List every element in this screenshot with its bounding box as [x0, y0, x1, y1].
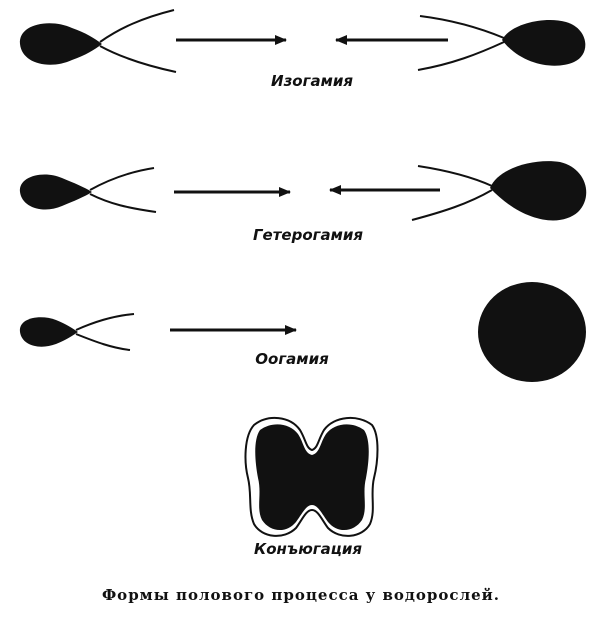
conjugation-row	[244, 417, 379, 537]
isogamy-label: Изогамия	[271, 72, 353, 90]
oogamy-sperm	[19, 313, 135, 351]
figure-caption: Формы полового процесса у водорослей.	[101, 586, 501, 604]
heterogamy-label: Гетерогамия	[252, 226, 364, 244]
isogamy-left-gamete	[19, 9, 177, 73]
heterogamy-row	[19, 161, 587, 221]
isogamy-row	[19, 9, 586, 73]
isogamy-right-gamete	[417, 15, 586, 71]
oogamy-row	[19, 282, 586, 382]
oogamy-label: Оогамия	[255, 350, 329, 368]
oogamy-egg	[478, 282, 586, 382]
conjugation-label: Конъюгация	[253, 540, 363, 558]
heterogamy-large-gamete	[411, 161, 587, 221]
conjugation-protoplasts	[255, 424, 369, 531]
heterogamy-small-gamete	[19, 167, 157, 213]
conjugation-cell-outline	[244, 417, 379, 537]
